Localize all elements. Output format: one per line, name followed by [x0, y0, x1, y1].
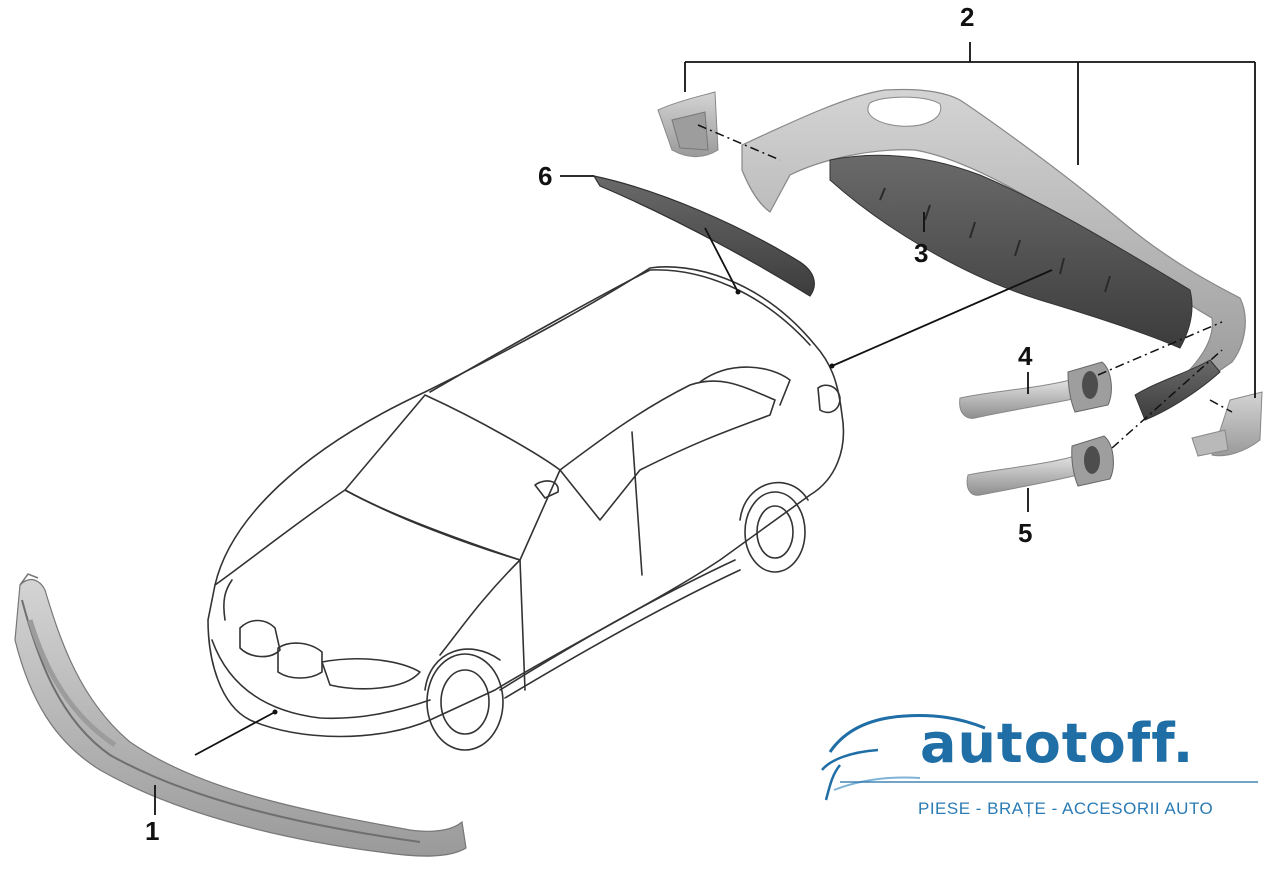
logo-tagline: PIESE - BRAȚE - ACCESORII AUTO	[918, 799, 1213, 818]
callout-6: 6	[538, 161, 552, 191]
car-swoosh-icon	[821, 714, 986, 801]
autotoff-logo: autotoff. PIESE - BRAȚE - ACCESORII AUTO	[821, 712, 1258, 818]
callout-3: 3	[914, 238, 928, 268]
reflector-bracket-icon	[1191, 391, 1263, 457]
callout-4: 4	[1018, 341, 1033, 371]
reflector-bracket-icon	[657, 91, 719, 158]
leader-lines	[154, 42, 1256, 815]
callout-1: 1	[145, 816, 159, 846]
logo-wordmark: autotoff.	[920, 712, 1194, 775]
front-spoiler-icon	[14, 573, 467, 857]
rear-diffuser-icon	[741, 88, 1246, 421]
callout-2: 2	[960, 2, 974, 32]
roof-spoiler-icon	[592, 175, 815, 297]
exhaust-tip-icon	[966, 435, 1114, 496]
car-outline	[207, 266, 845, 751]
exhaust-tip-icon	[959, 361, 1112, 419]
callout-5: 5	[1018, 518, 1032, 548]
